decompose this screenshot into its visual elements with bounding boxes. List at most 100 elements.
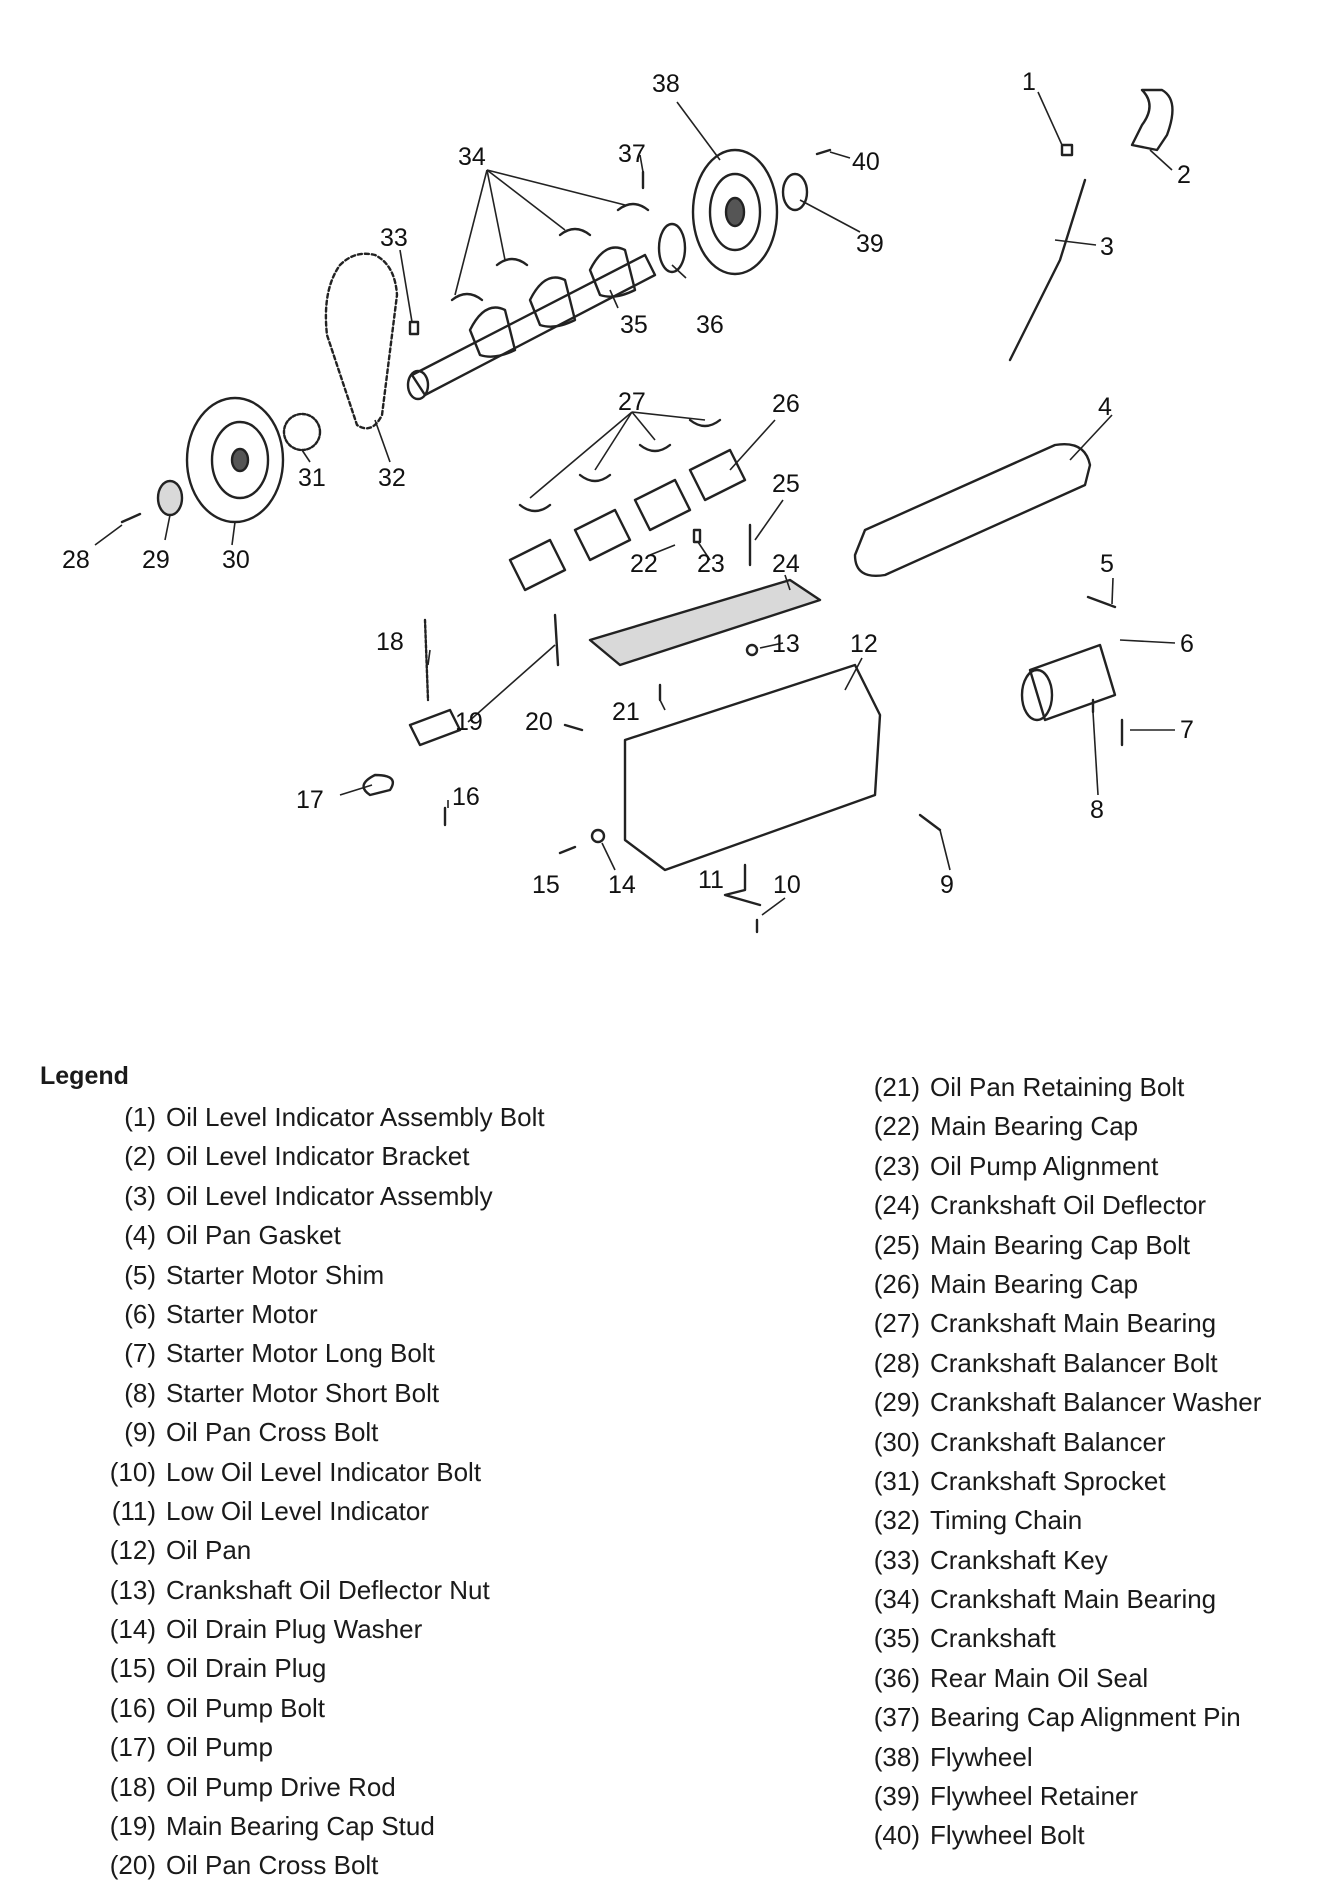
legend-item-number: (31): [873, 1465, 920, 1496]
oil-pan-gasket: [853, 443, 1092, 577]
legend-item-text: Main Bearing Cap: [930, 1111, 1139, 1142]
legend-item-text: Starter Motor Shim: [166, 1259, 385, 1290]
callout-31: 31: [298, 464, 326, 492]
legend-item: (32) Timing Chain: [848, 1501, 1261, 1540]
callout-25: 25: [772, 470, 800, 498]
legend-item: (28)Crankshaft Balancer Bolt: [848, 1344, 1261, 1383]
legend-item-text: Starter Motor Short Bolt: [166, 1377, 440, 1408]
oil-pump-drive-rod: [423, 618, 430, 702]
exploded-view-diagram: 1 2 3 4 5 6 7 8 9 10 11 12 13 14 15 16 1…: [62, 68, 1194, 934]
legend-item: (19)Main Bearing Cap Stud: [84, 1807, 545, 1846]
callout-14: 14: [608, 871, 636, 899]
callout-9: 9: [940, 871, 954, 899]
legend-item: (11)Low Oil Level Indicator: [84, 1492, 545, 1531]
crankshaft-key: [408, 320, 420, 336]
crankshaft-balancer: [185, 396, 285, 524]
legend-item: (27)Crankshaft Main Bearing: [848, 1304, 1261, 1343]
legend-item-text: Oil Level Indicator Bracket: [166, 1141, 470, 1172]
callout-33: 33: [380, 224, 408, 252]
legend-item-text: Crankshaft Main Bearing: [930, 1308, 1217, 1339]
crankshaft: [406, 246, 657, 401]
callout-34: 34: [458, 143, 486, 171]
legend-item: (22) Main Bearing Cap: [848, 1107, 1261, 1146]
legend-item-number: (8): [124, 1377, 156, 1408]
legend-item-number: (33): [873, 1544, 920, 1575]
legend-item-text: Timing Chain: [930, 1505, 1083, 1536]
callout-23: 23: [697, 550, 725, 578]
legend-item-text: Oil Pan: [166, 1535, 252, 1566]
legend-item-text: Oil Pan Gasket: [166, 1220, 341, 1251]
rear-main-oil-seal: [657, 222, 687, 274]
legend-item-text: Flywheel Bolt: [930, 1820, 1085, 1851]
callout-17: 17: [296, 786, 324, 814]
legend-item: (29)Crankshaft Balancer Washer: [848, 1383, 1262, 1422]
callout-18: 18: [376, 628, 404, 656]
crankshaft-main-bearing: [495, 257, 529, 267]
legend-item-text: Crankshaft Sprocket: [930, 1465, 1166, 1496]
legend-item-number: (26): [873, 1268, 920, 1299]
legend-item-number: (17): [109, 1732, 156, 1763]
legend-item-number: (2): [124, 1141, 156, 1172]
legend-title: Legend: [40, 1062, 129, 1090]
legend-item-number: (25): [873, 1229, 920, 1260]
crankshaft-oil-deflector-nut: [745, 643, 759, 657]
legend-item-number: (3): [124, 1180, 156, 1211]
leader-lines: [94, 91, 1176, 916]
legend-item-number: (24): [873, 1190, 920, 1221]
timing-chain: [324, 252, 399, 430]
legend-item: (4) Oil Pan Gasket: [84, 1216, 545, 1255]
legend-item-number: (21): [873, 1072, 920, 1102]
oil-level-indicator-assembly: [1008, 178, 1087, 362]
legend-item-number: (36): [873, 1662, 920, 1693]
callout-39: 39: [856, 230, 884, 258]
legend-item-number: (32): [873, 1505, 920, 1536]
legend-item-number: (1): [124, 1102, 156, 1132]
legend-item: (13)Crankshaft Oil Deflector Nut: [84, 1571, 545, 1610]
callout-16: 16: [452, 783, 480, 811]
callout-6: 6: [1180, 630, 1194, 658]
main-bearing-cap-stud: [553, 613, 560, 667]
callout-13: 13: [772, 630, 800, 658]
legend-item: (16) Oil Pump Bolt: [84, 1689, 545, 1728]
legend-item-text: Main Bearing Cap Bolt: [930, 1229, 1191, 1260]
oil-pan: [623, 663, 882, 872]
legend-item: (31) Crankshaft Sprocket: [848, 1462, 1261, 1501]
callout-11: 11: [698, 866, 724, 894]
legend-item-text: Low Oil Level Indicator: [166, 1495, 430, 1526]
main-bearing-caps: [508, 448, 747, 592]
legend-item: (12)Oil Pan: [84, 1531, 545, 1570]
legend-item: (5)Starter Motor Shim: [84, 1256, 545, 1295]
oil-level-indicator-assembly-bolt: [1060, 143, 1074, 157]
callout-38: 38: [652, 70, 680, 98]
legend-item-text: Crankshaft Balancer Washer: [930, 1387, 1262, 1418]
legend-item-text: Low Oil Level Indicator Bolt: [166, 1456, 482, 1487]
legend-item-number: (22): [873, 1111, 920, 1142]
legend-item-number: (37): [873, 1702, 920, 1733]
legend-item-number: (13): [109, 1574, 156, 1605]
legend-item: (30)Crankshaft Balancer: [848, 1423, 1261, 1462]
legend-item: (20)Oil Pan Cross Bolt: [84, 1846, 545, 1885]
legend-item-text: Crankshaft Balancer Bolt: [930, 1347, 1218, 1378]
low-oil-level-indicator: [723, 863, 762, 907]
legend-item: (26)Main Bearing Cap: [848, 1265, 1261, 1304]
legend-item-text: Oil Pan Cross Bolt: [166, 1417, 379, 1448]
legend-item-text: Oil Pump: [166, 1732, 273, 1763]
oil-pump-alignment: [692, 528, 702, 544]
callout-2: 2: [1177, 161, 1191, 189]
callout-28: 28: [62, 546, 90, 574]
legend-item-number: (4): [124, 1220, 156, 1251]
legend-item-text: Oil Pump Bolt: [166, 1692, 325, 1723]
legend-item: (21)Oil Pan Retaining Bolt: [848, 1068, 1261, 1107]
legend-item: (33)Crankshaft Key: [848, 1541, 1261, 1580]
callout-21: 21: [612, 698, 640, 726]
legend-item-number: (16): [109, 1692, 156, 1723]
crankshaft-sprocket: [282, 412, 322, 452]
legend-item: (39)Flywheel Retainer: [848, 1777, 1261, 1816]
legend-item: (9)Oil Pan Cross Bolt: [84, 1413, 545, 1452]
legend-item: (10)Low Oil Level Indicator Bolt: [84, 1453, 545, 1492]
callout-37: 37: [618, 140, 646, 168]
legend-item: (40)Flywheel Bolt: [848, 1816, 1261, 1855]
oil-pump: [362, 708, 462, 797]
legend-item-number: (19): [109, 1811, 156, 1842]
legend-item: (23)Oil Pump Alignment: [848, 1147, 1261, 1186]
